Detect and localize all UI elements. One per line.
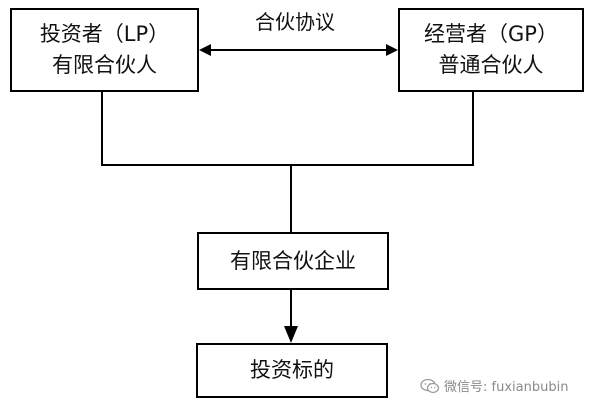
lp-box-subtitle: 有限合伙人 [52,53,157,77]
connector-lp-down [101,92,103,166]
agreement-label: 合伙协议 [255,10,335,34]
connector-gp-down [472,92,474,166]
lp-box: 投资者（LP） 有限合伙人 [10,8,199,92]
connector-to-fund [290,164,292,232]
watermark: 微信号: fuxianbubin [420,376,568,395]
limited-partnership-label: 有限合伙企业 [230,248,356,273]
lp-box-title: 投资者（LP） [39,22,170,46]
watermark-text: 微信号: fuxianbubin [444,380,569,395]
arrow-down-to-target [284,326,298,343]
limited-partnership-box: 有限合伙企业 [197,232,389,290]
investment-target-box: 投资标的 [196,343,388,398]
connector-fund-to-target [290,290,292,328]
connector-horizontal-join [101,164,474,166]
wechat-icon [420,378,440,393]
gp-box-title: 经营者（GP） [424,22,558,46]
gp-box: 经营者（GP） 普通合伙人 [398,8,584,92]
investment-target-label: 投资标的 [250,358,334,382]
gp-box-subtitle: 普通合伙人 [438,53,544,77]
agreement-double-arrow [199,44,398,56]
